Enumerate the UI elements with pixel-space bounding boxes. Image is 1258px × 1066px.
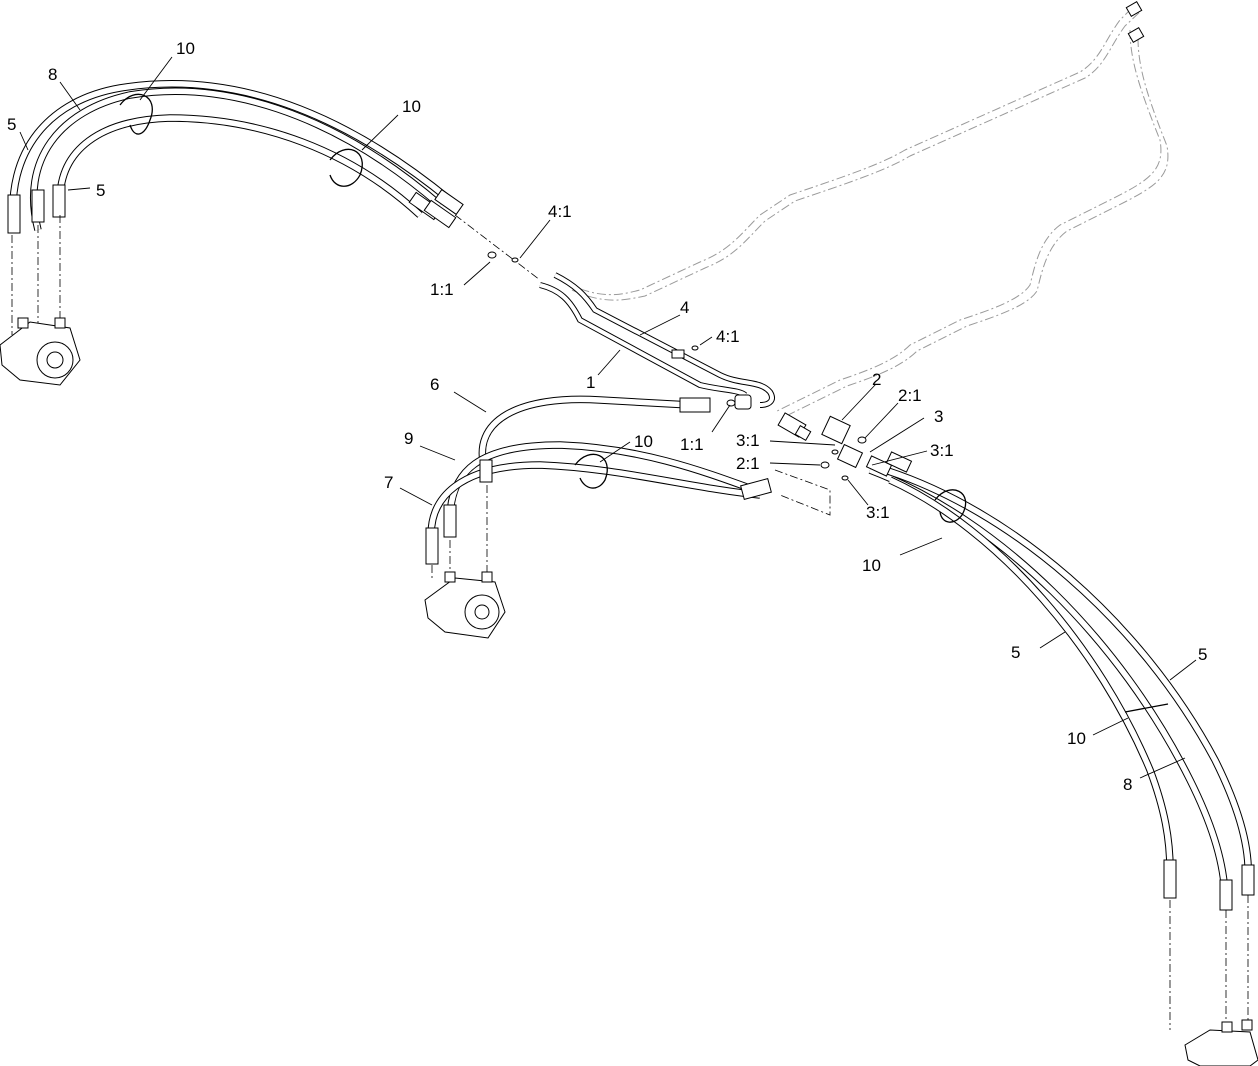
callout-1-1-lower: 1:1 — [680, 435, 704, 454]
callout-3-1-lower: 3:1 — [866, 503, 890, 522]
hose-assembly-middle — [425, 395, 772, 565]
callout-8-top-left: 8 — [48, 65, 57, 84]
callout-labels: 10 8 5 5 10 4:1 1:1 4 4:1 1 6 9 7 10 1:1… — [7, 39, 1207, 794]
hydraulic-motor-left — [0, 215, 81, 386]
hydraulic-motor-middle — [424, 485, 506, 639]
callout-7: 7 — [384, 473, 393, 492]
callout-8-lower-right: 8 — [1123, 775, 1132, 794]
phantom-tubing — [564, 0, 1169, 419]
callout-1: 1 — [586, 373, 595, 392]
callout-10-top-left: 10 — [176, 39, 195, 58]
callout-2: 2 — [872, 370, 881, 389]
callout-10-upper: 10 — [402, 97, 421, 116]
hose-assembly-upper-left — [7, 80, 464, 234]
callout-3-1-left: 3:1 — [736, 431, 760, 450]
center-tube-assembly — [454, 214, 775, 410]
callout-10-lower-right: 10 — [1067, 729, 1086, 748]
callout-5-left: 5 — [7, 115, 16, 134]
callout-4-1-upper: 4:1 — [548, 202, 572, 221]
callout-4-1-lower: 4:1 — [716, 327, 740, 346]
callout-1-1-upper: 1:1 — [430, 280, 454, 299]
callout-9: 9 — [404, 429, 413, 448]
leader-lines — [19, 56, 1197, 779]
callout-10-right: 10 — [862, 556, 881, 575]
callout-5-right-outer: 5 — [1198, 645, 1207, 664]
hose-assembly-right — [865, 451, 1255, 911]
callout-6: 6 — [430, 375, 439, 394]
callout-5-left-lower: 5 — [96, 181, 105, 200]
tee-fitting-group — [774, 412, 867, 516]
callout-2-1-right: 2:1 — [898, 386, 922, 405]
callout-2-1-left: 2:1 — [736, 454, 760, 473]
callout-3: 3 — [934, 407, 943, 426]
callout-3-1-right: 3:1 — [930, 441, 954, 460]
hydraulic-motor-right — [1169, 895, 1258, 1066]
callout-10-middle: 10 — [634, 432, 653, 451]
callout-4: 4 — [680, 298, 689, 317]
callout-5-right-inner: 5 — [1011, 643, 1020, 662]
